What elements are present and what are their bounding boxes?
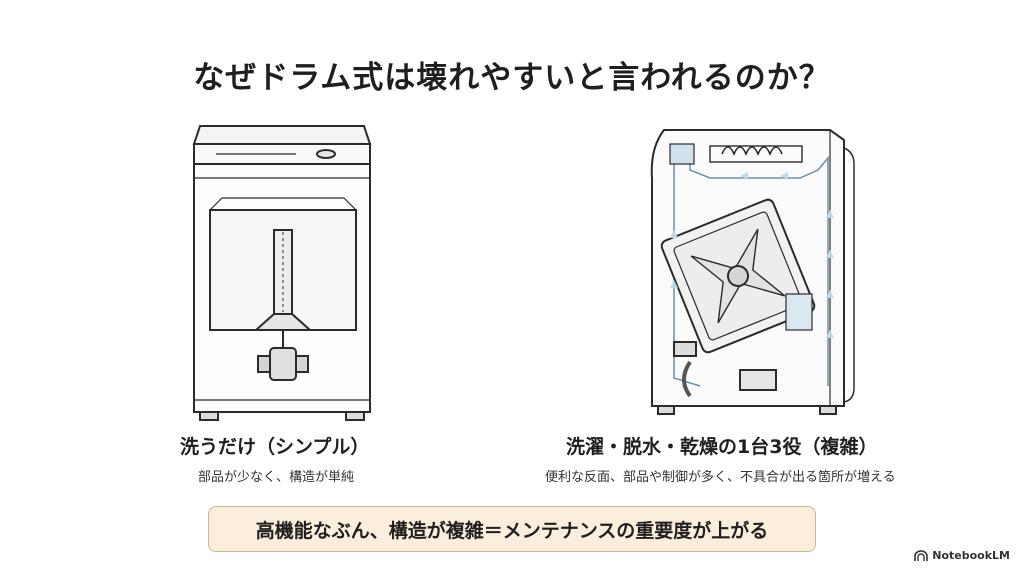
drum-washer-cutaway-illustration — [650, 129, 855, 415]
right-subcaption: 便利な反面、部品や制御が多く、不具合が出る箇所が増える — [545, 470, 896, 485]
page-title: なぜドラム式は壊れやすいと言われるのか？ — [193, 60, 831, 96]
left-caption: 洗うだけ（シンプル） — [180, 436, 370, 458]
summary-box: 高機能なぶん、構造が複雑＝メンテナンスの重要度が上がる — [208, 506, 816, 552]
brand-name: NotebookLM — [932, 549, 1010, 562]
top-loading-washer-illustration — [192, 125, 372, 421]
notebooklm-logo-icon — [914, 549, 929, 561]
brand: NotebookLM — [914, 549, 1010, 562]
left-subcaption: 部品が少なく、構造が単純 — [198, 470, 355, 485]
summary-text: 高機能なぶん、構造が複雑＝メンテナンスの重要度が上がる — [255, 519, 769, 542]
right-caption: 洗濯・脱水・乾燥の1台3役（複雑） — [566, 436, 878, 458]
